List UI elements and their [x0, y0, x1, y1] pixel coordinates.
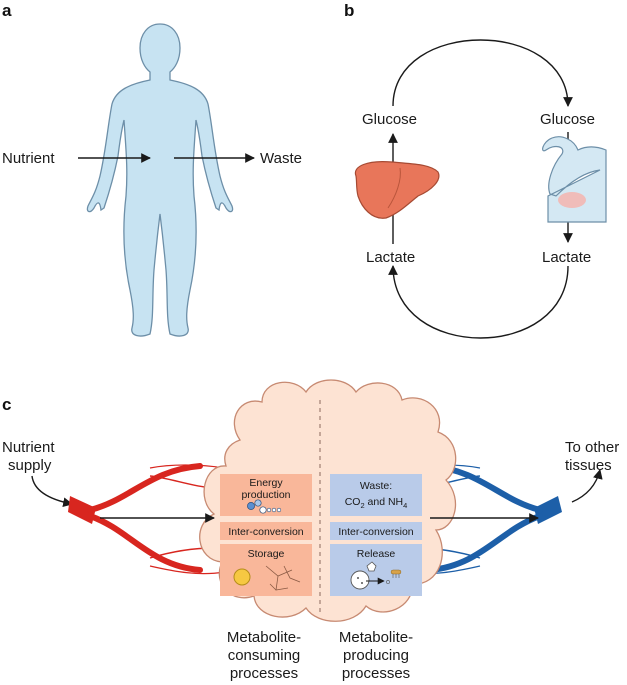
- destination-label-line2: tissues: [565, 457, 612, 474]
- release-label: Release: [357, 548, 396, 560]
- panel-b-label: b: [344, 1, 354, 20]
- consuming-caption-line3: processes: [230, 665, 298, 682]
- co2-subscript: 2: [360, 501, 364, 510]
- waste-box: [330, 474, 422, 516]
- destination-label-line1: To other: [565, 439, 619, 456]
- consuming-interconversion-box: [220, 522, 312, 540]
- waste-title: Waste:: [360, 480, 392, 492]
- cori-cycle-top-arrow: [392, 39, 573, 107]
- nutrient-supply-label-line2: supply: [8, 457, 52, 474]
- vesicle-release-icon: [350, 561, 402, 590]
- producing-interconversion-label: Inter-conversion: [338, 526, 413, 538]
- nutrient-label: Nutrient: [2, 150, 55, 167]
- producing-interconversion-box: [330, 522, 422, 540]
- release-box: [330, 544, 422, 596]
- storage-box: [220, 544, 312, 596]
- outflow-arrow: [571, 469, 603, 503]
- waste-products-label: CO2 and NH4: [345, 496, 408, 510]
- flexed-arm-icon: [542, 136, 607, 223]
- consuming-caption-line2: consuming: [228, 647, 301, 664]
- human-body-silhouette: [86, 23, 234, 337]
- energy-production-line1: Energy: [249, 477, 283, 489]
- consuming-interconversion-label: Inter-conversion: [228, 526, 303, 538]
- storage-label: Storage: [248, 548, 285, 560]
- producing-caption-line2: producing: [343, 647, 409, 664]
- nh4-label: and NH: [365, 496, 404, 508]
- nh4-subscript: 4: [403, 501, 407, 510]
- lactate-left-label: Lactate: [366, 249, 415, 266]
- lactate-right-label: Lactate: [542, 249, 591, 266]
- glycogen-icon: [265, 565, 301, 591]
- consuming-caption-line1: Metabolite-: [227, 629, 301, 646]
- waste-label: Waste: [260, 150, 302, 167]
- producing-caption-line1: Metabolite-: [339, 629, 413, 646]
- artery-vessels: [68, 463, 225, 575]
- glucose-left-label: Glucose: [362, 111, 417, 128]
- liver-icon: [354, 161, 440, 219]
- panel-a-label: a: [2, 1, 12, 20]
- atp-molecule-icon: [247, 499, 282, 514]
- cori-cycle-bottom-arrow: [388, 265, 569, 339]
- glucose-right-label: Glucose: [540, 111, 595, 128]
- nutrient-supply-label-line1: Nutrient: [2, 439, 55, 456]
- producing-caption-line3: processes: [342, 665, 410, 682]
- supply-inflow-arrow: [31, 475, 73, 508]
- co2-label: CO: [345, 496, 361, 508]
- energy-production-line2: production: [241, 489, 290, 501]
- lipid-droplet-icon: [233, 568, 251, 586]
- panel-c-label: c: [2, 395, 11, 414]
